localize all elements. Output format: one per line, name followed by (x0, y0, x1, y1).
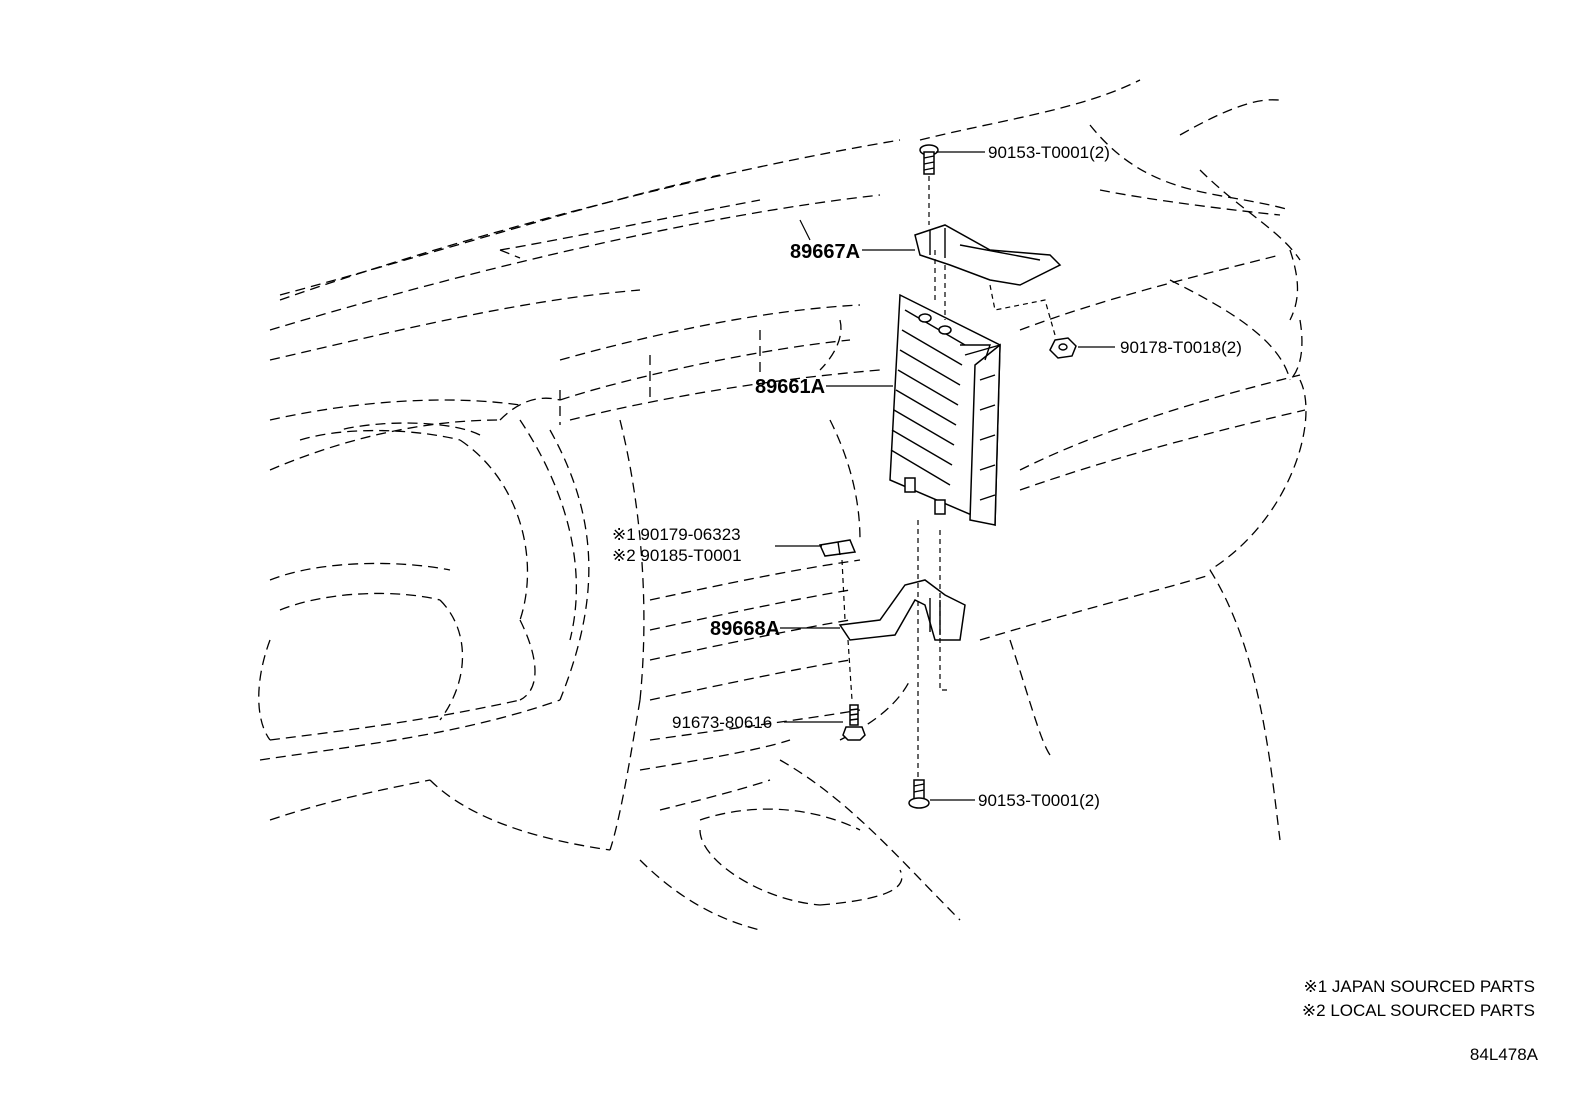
callout-screw-top: 90153-T0001(2) (988, 143, 1110, 162)
bolt-icon (842, 704, 866, 741)
callout-clip-local: ※2 90185-T0001 (612, 546, 742, 565)
callout-screw-bottom: 90153-T0001(2) (978, 791, 1100, 810)
top-screw-icon (919, 144, 939, 225)
clip-icon (818, 539, 857, 621)
bottom-screw-icon (908, 779, 930, 809)
ecu-module-89661A (889, 250, 1001, 527)
legend-local-sourced: ※2 LOCAL SOURCED PARTS (1302, 1001, 1535, 1020)
callout-bracket-lower: 89668A (710, 618, 780, 640)
callout-ecu: 89661A (755, 376, 825, 398)
callout-bracket-upper: 89667A (790, 241, 860, 263)
callout-bolt: 91673-80616 (672, 713, 772, 732)
lower-bracket-89668A (838, 520, 966, 780)
dashboard-outline (258, 79, 1307, 931)
callout-nut: 90178-T0018(2) (1120, 338, 1242, 357)
figure-code: 84L478A (1470, 1045, 1539, 1064)
legend-japan-sourced: ※1 JAPAN SOURCED PARTS (1303, 977, 1535, 996)
callout-clip-japan: ※1 90179-06323 (612, 525, 741, 544)
nut-icon (1049, 337, 1077, 359)
leader-lines (775, 151, 1115, 801)
